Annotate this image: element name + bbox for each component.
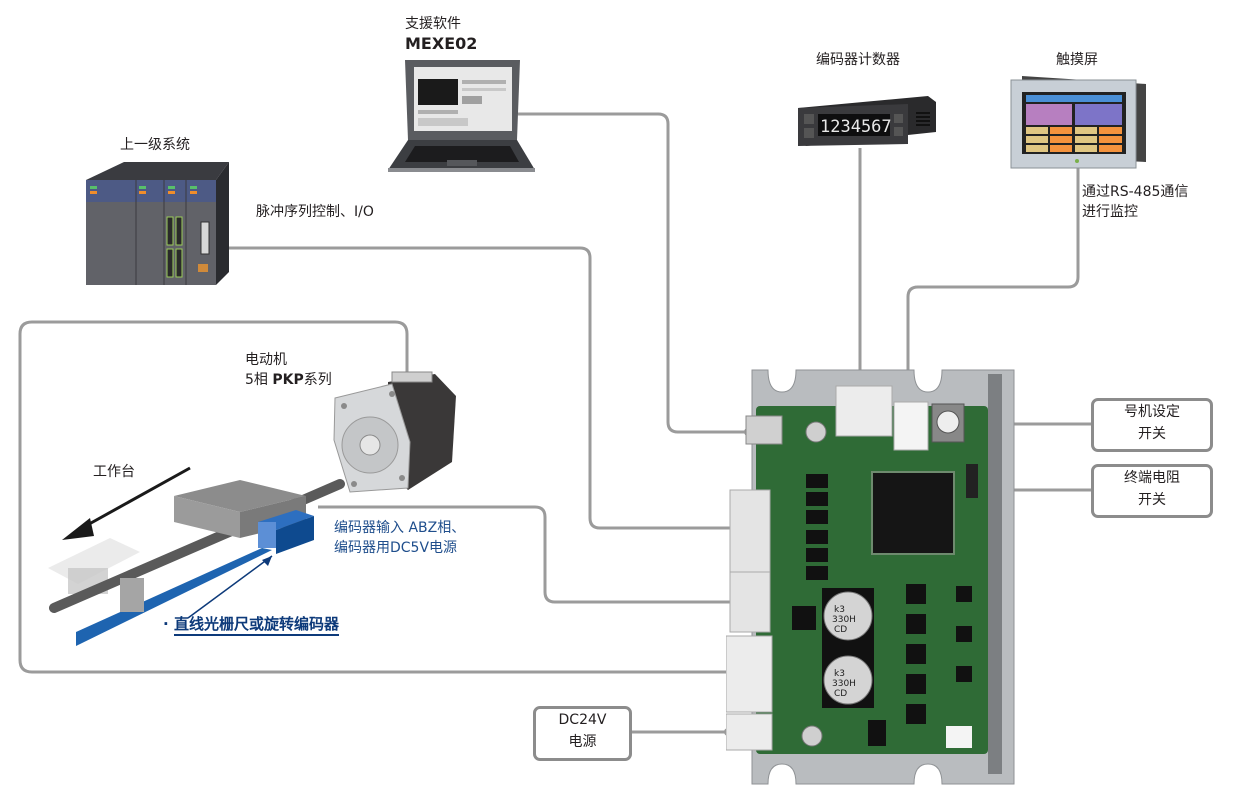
touch-panel-title: 触摸屏: [1056, 52, 1098, 68]
encoder-counter-connector: [835, 385, 893, 437]
software-title: 支援软件: [405, 16, 461, 32]
motor-series-name: PKP: [272, 372, 304, 388]
wire-motor-loop: [18, 320, 732, 674]
address-rotary-switch: [936, 410, 960, 434]
termination-dip-switch: [966, 464, 978, 498]
motor-connector: [726, 635, 773, 713]
pulse-io-label: 脉冲序列控制、I/O: [256, 204, 374, 220]
power-line1: DC24V: [558, 712, 607, 728]
capacitor-2: k3 330H CD: [823, 655, 873, 705]
direction-arrow-icon: [62, 518, 94, 540]
power-callout: DC24V 电源: [533, 706, 632, 761]
io-connector: [729, 489, 771, 573]
encoder-type-text: 直线光栅尺或旋转编码器: [173, 615, 339, 636]
stage-title: 工作台: [93, 464, 135, 480]
linear-stage-icon: [48, 466, 345, 646]
motor-phase: 5相: [245, 372, 268, 388]
svg-text:CD: CD: [834, 625, 847, 635]
motor-title: 电动机: [245, 352, 287, 368]
bullet: ·: [163, 615, 169, 633]
capacitor-1: k3 330H CD: [823, 591, 873, 641]
wire-software-usb: [518, 112, 748, 434]
encoder-input-line2: 编码器用DC5V电源: [334, 540, 458, 556]
motor-icon: [333, 371, 456, 493]
svg-text:k3: k3: [834, 605, 845, 615]
rs485-note-line2: 进行监控: [1082, 204, 1138, 220]
address-switch-line1: 号机设定: [1124, 404, 1180, 420]
driver-board: k3 330H CD k3 330H CD: [726, 369, 1015, 785]
motor-series: 5相 PKP系列: [245, 370, 332, 390]
touch-panel-icon: [1010, 76, 1146, 169]
svg-text:CD: CD: [834, 689, 847, 699]
software-name: MEXE02: [405, 34, 478, 53]
usb-connector: [745, 415, 783, 445]
rs485-connector: [893, 401, 929, 451]
counter-device-icon: 1234567: [798, 96, 936, 146]
encoder-type-label: · 直线光栅尺或旋转编码器: [163, 614, 339, 636]
wire-touch-panel: [906, 168, 1080, 410]
termination-switch-line1: 终端电阻: [1124, 470, 1180, 486]
motor-series-suffix: 系列: [303, 372, 332, 388]
power-connector: [726, 713, 773, 751]
encoder-input-line1: 编码器输入 ABZ相、: [334, 520, 466, 536]
plc-icon: [86, 162, 229, 285]
rs485-note-line1: 通过RS-485通信: [1082, 184, 1189, 200]
svg-text:330H: 330H: [832, 615, 856, 625]
termination-switch-callout: 终端电阻 开关: [1091, 464, 1213, 518]
address-switch-line2: 开关: [1138, 426, 1166, 442]
counter-display: 1234567: [820, 117, 892, 137]
wire-host-io: [225, 246, 738, 530]
encoder-counter-title: 编码器计数器: [816, 52, 900, 68]
address-switch-callout: 号机设定 开关: [1091, 398, 1213, 452]
host-system-title: 上一级系统: [120, 137, 190, 153]
power-line2: 电源: [568, 734, 597, 750]
svg-text:k3: k3: [834, 669, 845, 679]
encoder-connector: [729, 571, 771, 633]
svg-text:330H: 330H: [832, 679, 856, 689]
wire-encoder-input: [318, 505, 738, 604]
laptop-icon: [388, 60, 535, 172]
termination-switch-line2: 开关: [1138, 492, 1166, 508]
